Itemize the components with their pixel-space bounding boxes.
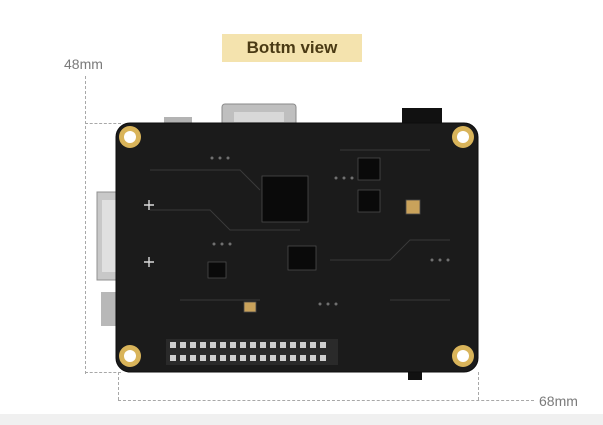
smd-components — [207, 157, 421, 313]
mounting-hole-bottom-left — [119, 345, 141, 367]
pcb-traces — [150, 149, 450, 301]
width-dimension-right-tick — [478, 372, 479, 400]
mounting-hole-bottom-right — [452, 345, 474, 367]
title-text: Bottm view — [246, 38, 338, 57]
title-badge: Bottm view — [222, 34, 362, 62]
width-dimension-label: 68mm — [539, 393, 578, 409]
footer-bar — [0, 414, 603, 425]
height-dimension-line — [85, 76, 86, 374]
mounting-hole-top-right — [452, 126, 474, 148]
width-dimension-line — [118, 400, 534, 401]
height-dimension-label: 48mm — [64, 56, 103, 72]
gpio-header — [166, 339, 338, 365]
mounting-hole-top-left — [119, 126, 141, 148]
height-dimension-top-tick — [85, 123, 121, 124]
width-dimension-left-tick — [118, 372, 119, 400]
height-dimension-bottom-tick — [85, 372, 121, 373]
